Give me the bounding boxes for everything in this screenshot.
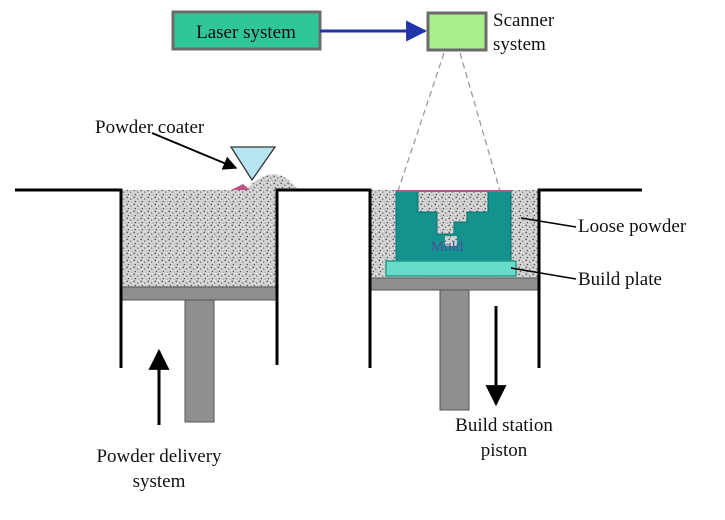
mold-label: Mold	[431, 239, 464, 255]
powder-coater-label: Powder coater	[95, 117, 205, 138]
build-station-label-line1: Build station	[455, 415, 553, 436]
delivery-chamber-right-wall	[275, 188, 372, 368]
build-plate-leader	[510, 267, 577, 280]
scanner-system-label-line2: system	[493, 34, 546, 55]
loose-powder-label: Loose powder	[578, 216, 687, 237]
build-plate-label: Build plate	[578, 269, 662, 290]
laser-beam-left	[397, 52, 445, 192]
delivery-chamber-outline	[15, 188, 123, 368]
delivery-piston-rod	[184, 299, 215, 423]
build-piston-rod	[439, 289, 470, 411]
laser-system-box	[171, 10, 322, 51]
mold-part	[395, 190, 512, 262]
powder-coater	[229, 146, 277, 182]
delivery-powder-bed	[121, 190, 277, 287]
loose-powder-leader	[520, 217, 577, 228]
build-piston-plate	[370, 277, 540, 291]
coater-spill	[231, 184, 250, 190]
delivery-piston-plate	[120, 286, 278, 301]
mold-slot	[445, 236, 457, 246]
laser-system-label: Laser system	[196, 22, 296, 43]
scanner-system-box	[426, 11, 488, 52]
powder-delivery-label-line2: system	[133, 471, 186, 492]
powder-coater-leader	[151, 132, 238, 170]
laser-beam-right	[459, 52, 501, 192]
build-station-label-line2: piston	[481, 440, 528, 461]
build-chamber-right-wall	[537, 188, 642, 368]
powder-delivery-label-line1: Powder delivery	[96, 446, 222, 467]
delivery-powder-heap	[245, 174, 298, 191]
scanner-system-label-line1: Scanner	[493, 10, 555, 31]
build-plate	[385, 260, 517, 277]
